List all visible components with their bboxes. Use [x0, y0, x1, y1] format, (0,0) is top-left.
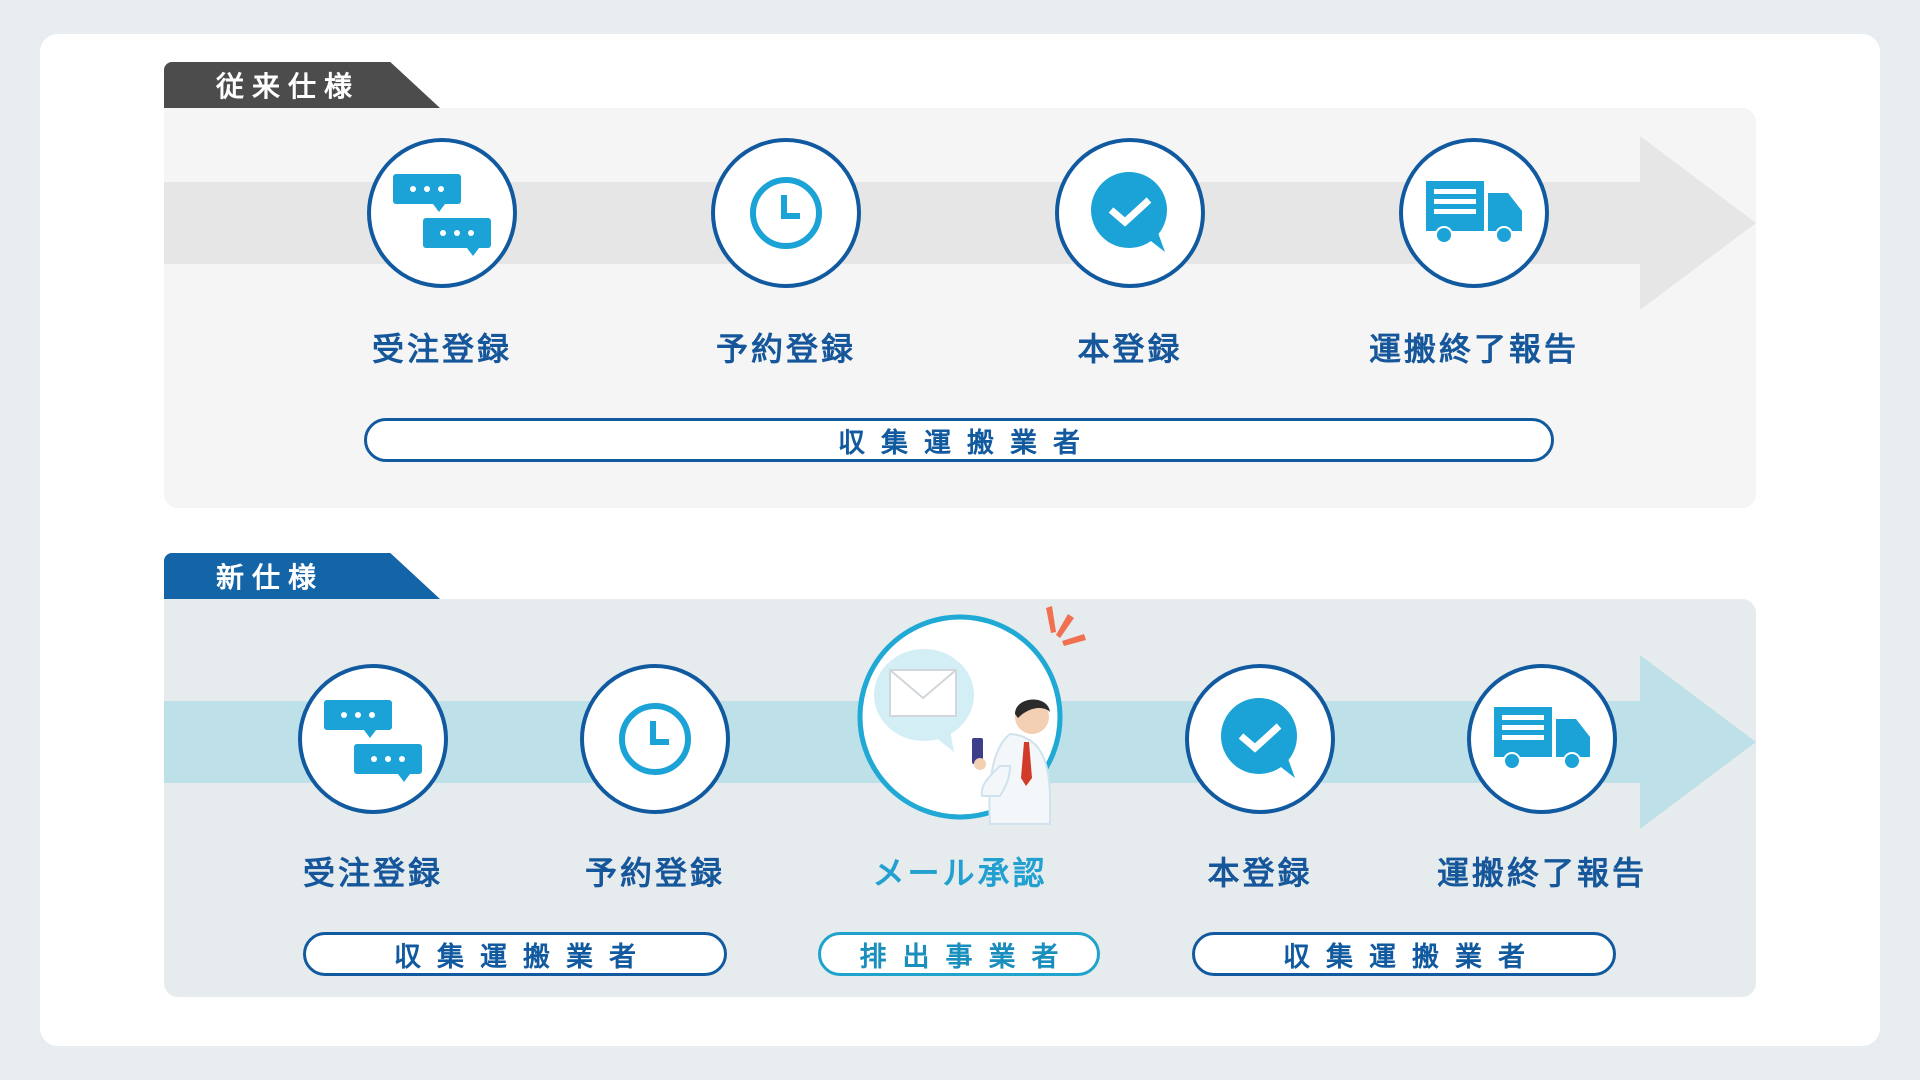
new-step-1-label: 受注登録 — [303, 848, 443, 894]
old-actor-pill: 収集運搬業者 — [364, 418, 1554, 462]
mail-approval-person-icon — [850, 600, 1100, 840]
old-step-1-label: 受注登録 — [372, 324, 512, 370]
new-step-4-circle — [1185, 664, 1335, 814]
chat-bubbles-icon — [318, 694, 428, 784]
new-step-5-label: 運搬終了報告 — [1437, 848, 1647, 894]
check-bubble-icon — [1085, 168, 1175, 258]
old-step-2-circle — [711, 138, 861, 288]
new-step-3-label: メール承認 — [872, 848, 1047, 894]
clock-icon — [746, 173, 826, 253]
chat-bubbles-icon — [387, 168, 497, 258]
new-actor-pill-1: 収集運搬業者 — [303, 932, 727, 976]
new-actor-pill-2: 排出事業者 — [818, 932, 1100, 976]
new-step-2-label: 予約登録 — [585, 848, 725, 894]
clock-icon — [615, 699, 695, 779]
old-step-2-label: 予約登録 — [716, 324, 856, 370]
old-step-4-label: 運搬終了報告 — [1369, 324, 1579, 370]
new-actor-pill-3: 収集運搬業者 — [1192, 932, 1616, 976]
new-step-5-circle — [1467, 664, 1617, 814]
old-step-1-circle — [367, 138, 517, 288]
old-step-3-circle — [1055, 138, 1205, 288]
old-step-3-label: 本登録 — [1077, 324, 1182, 370]
new-step-1-circle — [298, 664, 448, 814]
old-step-4-circle — [1399, 138, 1549, 288]
truck-icon — [1490, 699, 1594, 779]
check-bubble-icon — [1215, 694, 1305, 784]
truck-icon — [1422, 173, 1526, 253]
new-step-2-circle — [580, 664, 730, 814]
new-step-4-label: 本登録 — [1207, 848, 1312, 894]
